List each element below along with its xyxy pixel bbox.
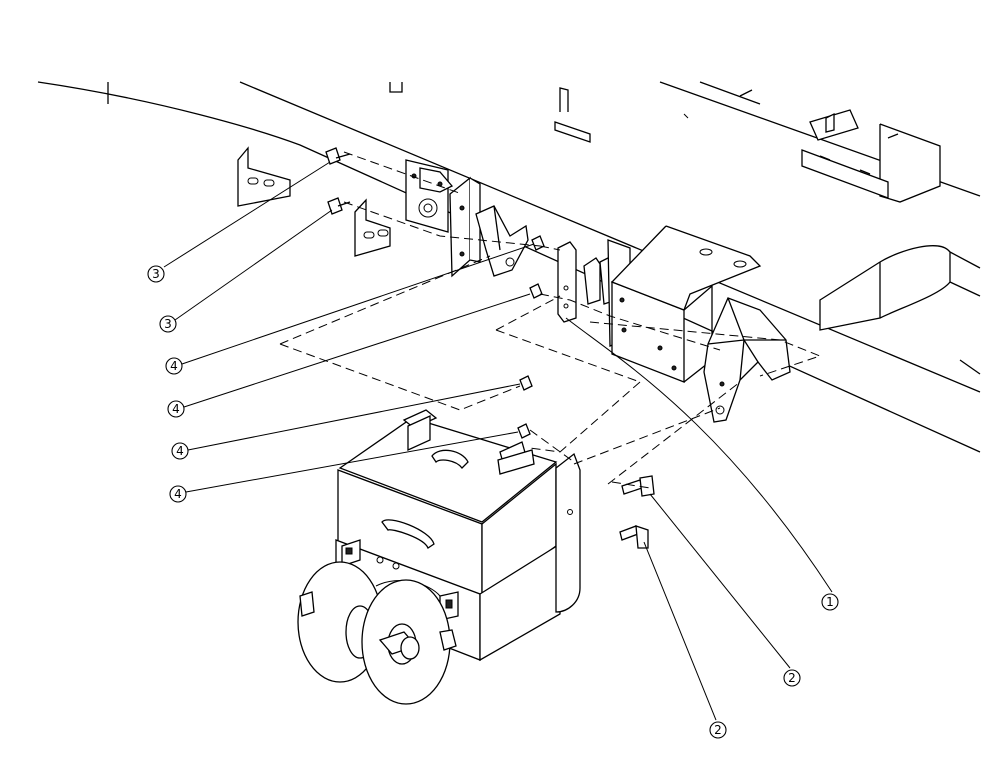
v-bracket-left xyxy=(475,205,529,277)
crossmember-tube xyxy=(819,245,981,375)
nut-item-4-a xyxy=(531,235,545,251)
callout-4-b-label: 4 xyxy=(172,402,180,416)
assembly-guide-lines xyxy=(279,151,822,489)
nut-item-4-b xyxy=(529,283,543,299)
v-bracket-right xyxy=(703,297,791,423)
callout-3-upper: 3 xyxy=(147,265,165,283)
callout-1-label: 1 xyxy=(826,595,834,609)
callout-3-lower: 3 xyxy=(159,315,177,333)
mounting-plate-square xyxy=(405,159,454,233)
tall-bracket-plate xyxy=(449,176,481,278)
slotted-plate-lower xyxy=(354,198,391,257)
callout-4-a: 4 xyxy=(165,357,183,375)
nut-item-4-c xyxy=(519,375,533,391)
callout-4-b: 4 xyxy=(167,400,185,418)
frame-bracket-right xyxy=(801,109,941,203)
bolt-item-2-lower xyxy=(619,525,649,549)
bolt-item-2-upper xyxy=(621,475,655,497)
reel-spool xyxy=(297,561,457,705)
box-bracket-right xyxy=(610,225,762,383)
callout-4-a-label: 4 xyxy=(170,359,178,373)
callout-2-upper: 2 xyxy=(783,669,801,687)
callout-4-d-label: 4 xyxy=(174,487,182,501)
callout-4-c: 4 xyxy=(171,442,189,460)
callout-3-upper-label: 3 xyxy=(152,267,160,281)
callout-3-lower-label: 3 xyxy=(164,317,172,331)
slotted-plate-upper xyxy=(237,146,291,207)
bolt-item-3-lower xyxy=(327,197,351,215)
nut-item-4-d xyxy=(517,423,531,439)
callout-4-c-label: 4 xyxy=(176,444,184,458)
callout-4-d: 4 xyxy=(169,485,187,503)
callout-2-lower-label: 2 xyxy=(714,723,722,737)
callout-1: 1 xyxy=(821,593,839,611)
leader-lines xyxy=(163,161,833,721)
strap-item-1 xyxy=(557,241,577,323)
callout-2-lower: 2 xyxy=(709,721,727,739)
bolt-item-3-upper xyxy=(325,147,351,165)
callout-2-upper-label: 2 xyxy=(788,671,796,685)
